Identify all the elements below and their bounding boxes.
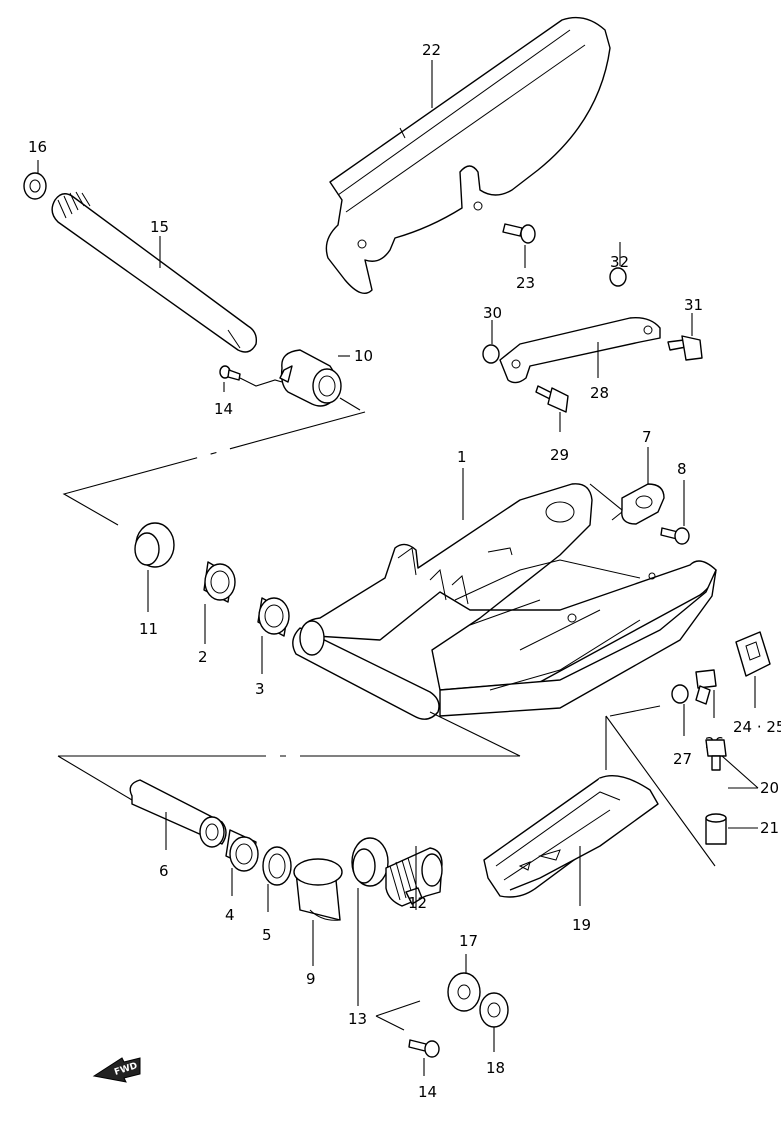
ring-5 xyxy=(262,846,292,886)
bolt-26 xyxy=(695,669,717,705)
chain-slider-19 xyxy=(483,775,659,898)
label-19: 19 xyxy=(572,916,591,934)
pivot-axle-15 xyxy=(51,191,258,353)
label-21: 21 xyxy=(760,819,779,837)
label-29: 29 xyxy=(550,446,569,464)
screw-14-top xyxy=(219,365,241,381)
nut-16 xyxy=(23,172,47,200)
chain-cover-part xyxy=(325,16,611,294)
label-12: 12 xyxy=(408,894,427,912)
screw-23 xyxy=(502,223,536,244)
block-24-25 xyxy=(735,631,771,677)
adjuster-12 xyxy=(385,847,443,907)
fwd-arrow-icon: FWD xyxy=(92,1057,141,1083)
label-13: 13 xyxy=(348,1010,367,1028)
label-31: 31 xyxy=(684,296,703,314)
sleeve-9 xyxy=(293,858,343,921)
nut-27 xyxy=(671,684,689,704)
label-18: 18 xyxy=(486,1059,505,1077)
screw-14-bottom xyxy=(408,1039,440,1058)
screw-8 xyxy=(660,527,690,545)
label-14-bottom: 14 xyxy=(418,1083,437,1101)
bearing-3 xyxy=(257,597,290,637)
bolt-31 xyxy=(667,335,703,361)
label-28: 28 xyxy=(590,384,609,402)
seal-11 xyxy=(134,522,175,568)
label-11: 11 xyxy=(139,620,158,638)
label-2: 2 xyxy=(198,648,208,666)
label-15: 15 xyxy=(150,218,169,236)
adjuster-collar-10 xyxy=(279,349,342,407)
label-10: 10 xyxy=(354,347,373,365)
label-3: 3 xyxy=(255,680,265,698)
label-24-25: 24 · 25 xyxy=(733,718,781,736)
label-5: 5 xyxy=(262,926,272,944)
label-22: 22 xyxy=(422,41,441,59)
label-6: 6 xyxy=(159,862,169,880)
nut-30 xyxy=(482,344,500,364)
link-rod-28 xyxy=(499,317,661,384)
label-16: 16 xyxy=(28,138,47,156)
nut-18 xyxy=(479,992,509,1028)
swingarm-1 xyxy=(292,483,717,720)
nut-32 xyxy=(609,267,627,287)
bearing-2 xyxy=(203,561,236,603)
label-17: 17 xyxy=(459,932,478,950)
label-20: 20 xyxy=(760,779,779,797)
collar-21 xyxy=(705,813,727,845)
label-4: 4 xyxy=(225,906,235,924)
label-27: 27 xyxy=(673,750,692,768)
label-7: 7 xyxy=(642,428,652,446)
seal-13 xyxy=(351,837,389,887)
label-14-top: 14 xyxy=(214,400,233,418)
label-1: 1 xyxy=(457,448,467,466)
bolt-29 xyxy=(535,385,569,413)
label-32: 32 xyxy=(610,253,629,271)
bolt-20 xyxy=(705,739,727,771)
label-9: 9 xyxy=(306,970,316,988)
washer-17 xyxy=(447,972,481,1012)
label-30: 30 xyxy=(483,304,502,322)
label-23: 23 xyxy=(516,274,535,292)
label-8: 8 xyxy=(677,460,687,478)
bearing-4 xyxy=(225,829,259,872)
plate-7 xyxy=(621,483,665,525)
sleeve-6 xyxy=(129,779,227,848)
